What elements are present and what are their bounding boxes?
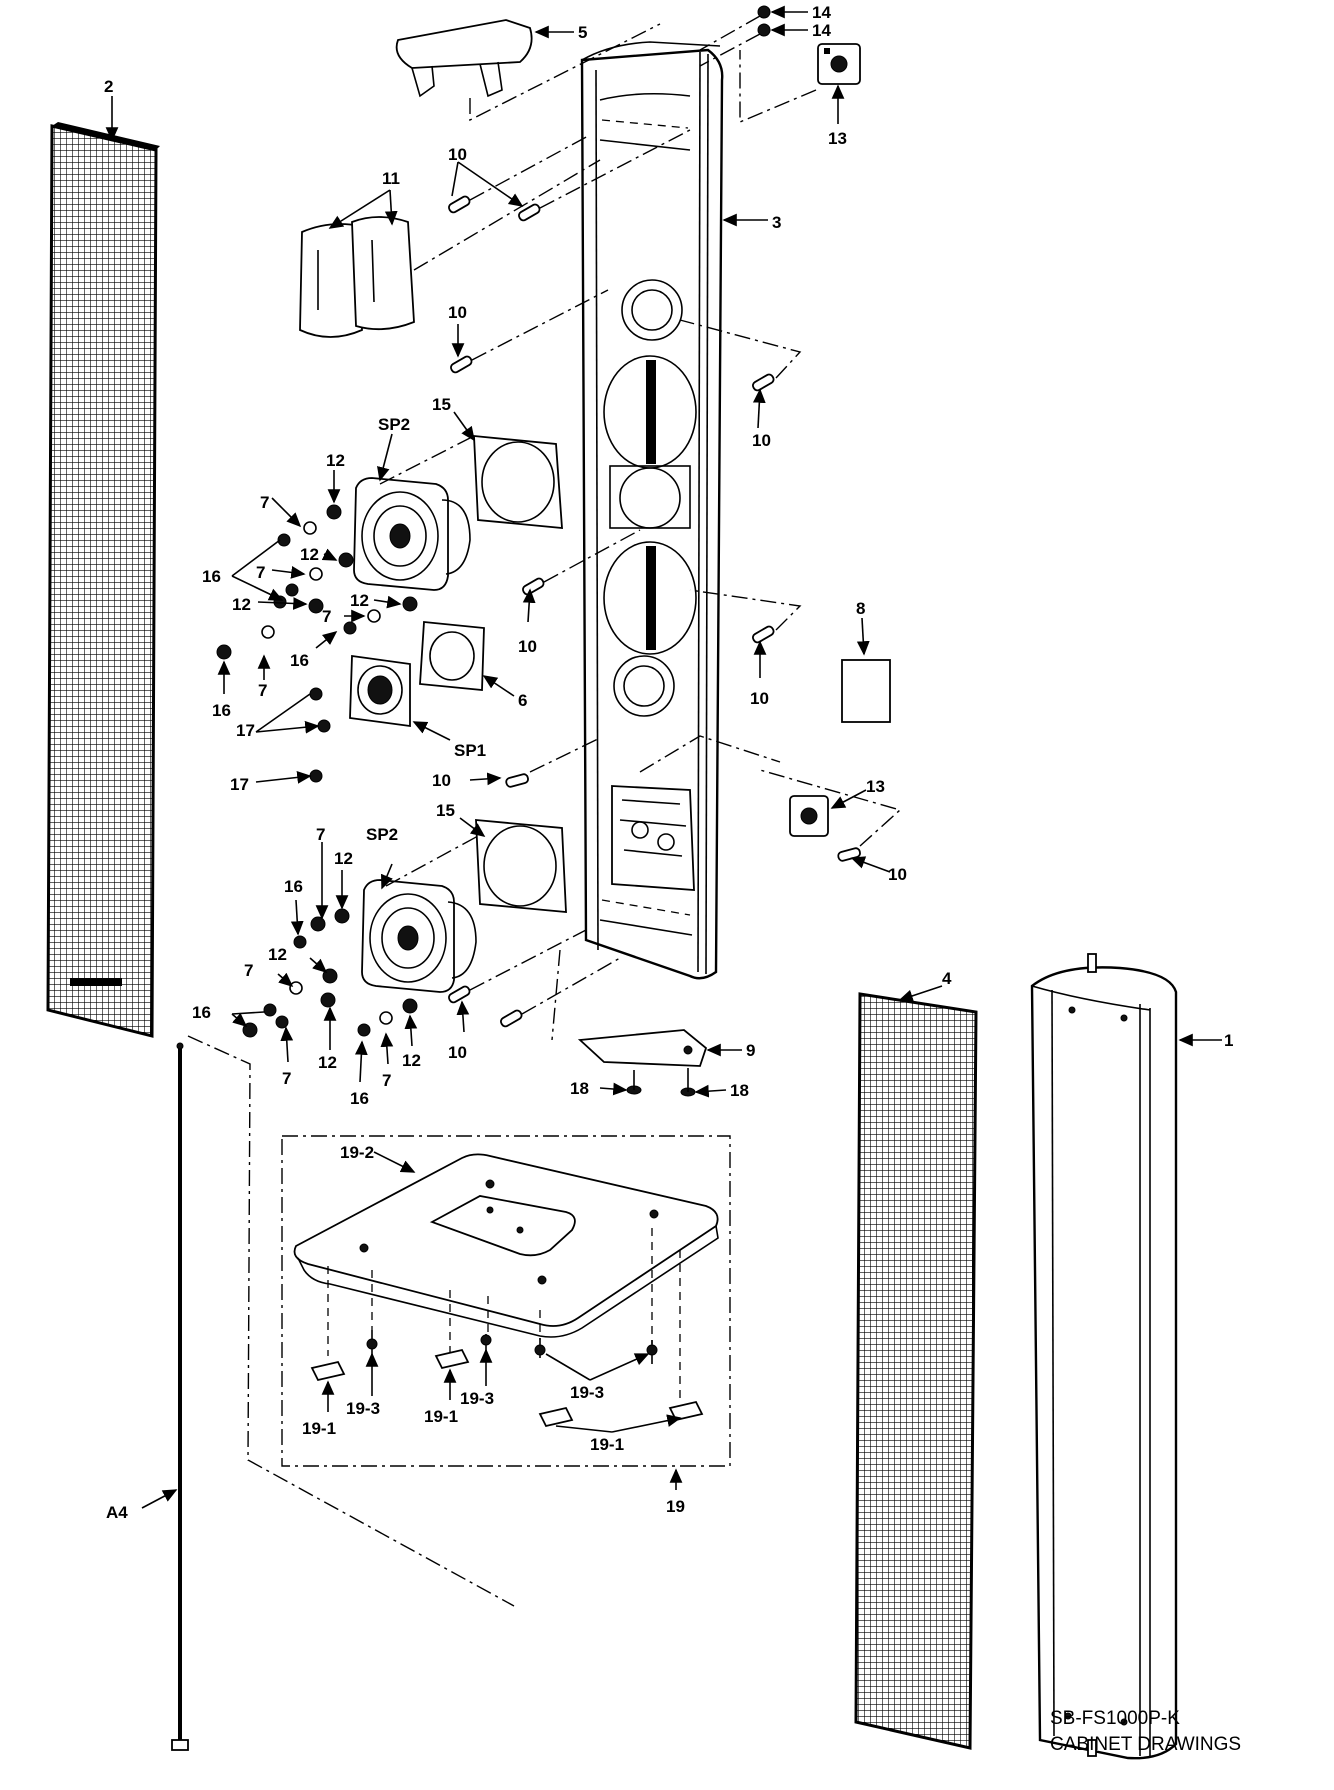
callout-19-3b: 19-3 <box>460 1389 494 1408</box>
callout-14b: 14 <box>812 21 831 40</box>
callout-18a: 18 <box>570 1079 589 1098</box>
main-cabinet <box>580 41 724 980</box>
callout-7a: 7 <box>260 493 269 512</box>
callout-a4: A4 <box>106 1503 128 1522</box>
callout-19-1a: 19-1 <box>302 1419 336 1438</box>
callout-16a: 16 <box>202 567 221 586</box>
callout-7b: 7 <box>256 563 265 582</box>
base-assembly <box>281 1135 731 1467</box>
callout-7g: 7 <box>282 1069 291 1088</box>
callout-10g: 10 <box>888 865 907 884</box>
callout-12f: 12 <box>268 945 287 964</box>
callout-16d: 16 <box>284 877 303 896</box>
callout-7f: 7 <box>244 961 253 980</box>
callout-14a: 14 <box>812 3 831 22</box>
callout-12b: 12 <box>300 545 319 564</box>
callout-10e: 10 <box>750 689 769 708</box>
acoustic-pads <box>299 159 601 338</box>
callout-4: 4 <box>942 969 952 988</box>
callout-7c: 7 <box>322 607 331 626</box>
callout-17b: 17 <box>230 775 249 794</box>
woofer-lower <box>361 819 567 993</box>
callout-13a: 13 <box>828 129 847 148</box>
callout-3: 3 <box>772 213 781 232</box>
front-grille-right <box>854 992 978 1750</box>
leader-arrows <box>105 5 1222 1509</box>
callout-9: 9 <box>746 1041 755 1060</box>
callout-sp2b: SP2 <box>366 825 398 844</box>
callout-16e: 16 <box>192 1003 211 1022</box>
woofer-upper <box>353 435 563 591</box>
top-cap <box>395 19 661 122</box>
callout-7e: 7 <box>316 825 325 844</box>
drawing-caption: CABINET DRAWINGS <box>1050 1734 1241 1755</box>
callout-19: 19 <box>666 1497 685 1516</box>
callout-19-3a: 19-3 <box>346 1399 380 1418</box>
label-sticker <box>841 659 891 723</box>
callout-19-1b: 19-1 <box>424 1407 458 1426</box>
callout-7d: 7 <box>258 681 267 700</box>
callout-15b: 15 <box>436 801 455 820</box>
callout-12h: 12 <box>402 1051 421 1070</box>
callout-16c: 16 <box>212 701 231 720</box>
callout-15a: 15 <box>432 395 451 414</box>
callout-2: 2 <box>104 77 113 96</box>
callout-12c: 12 <box>232 595 251 614</box>
bracket <box>577 1029 708 1097</box>
tweeter <box>349 621 485 728</box>
callout-19-3c: 19-3 <box>570 1383 604 1402</box>
callout-12a: 12 <box>326 451 345 470</box>
callout-10b: 10 <box>448 303 467 322</box>
callout-10d: 10 <box>518 637 537 656</box>
guide-lines <box>187 949 561 1607</box>
callout-17a: 17 <box>236 721 255 740</box>
callout-19-2: 19-2 <box>340 1143 374 1162</box>
callout-8: 8 <box>856 599 865 618</box>
terminal-lower <box>789 795 829 837</box>
screws-14 <box>699 5 771 67</box>
callout-1: 1 <box>1224 1031 1233 1050</box>
callout-10h: 10 <box>448 1043 467 1062</box>
outer-sleeve <box>1030 953 1178 1760</box>
terminal-top <box>739 43 861 124</box>
callout-16f: 16 <box>350 1089 369 1108</box>
support-pole <box>171 1042 189 1751</box>
drawing-title: SB-FS1000P-K CABINET DRAWINGS <box>1050 1708 1241 1755</box>
front-grille-left <box>46 122 160 1038</box>
callout-12d: 12 <box>350 591 369 610</box>
callout-10c: 10 <box>752 431 771 450</box>
callout-12g: 12 <box>318 1053 337 1072</box>
callout-labels: 14 14 5 2 13 10 11 3 10 10 15 SP2 12 7 1… <box>104 3 1233 1522</box>
model-number: SB-FS1000P-K <box>1050 1708 1180 1729</box>
callout-12e: 12 <box>334 849 353 868</box>
callout-19-1c: 19-1 <box>590 1435 624 1454</box>
callout-13b: 13 <box>866 777 885 796</box>
callout-6: 6 <box>518 691 527 710</box>
callout-7h: 7 <box>382 1071 391 1090</box>
callout-10a: 10 <box>448 145 467 164</box>
callout-sp1: SP1 <box>454 741 486 760</box>
callout-5: 5 <box>578 23 587 42</box>
callout-16b: 16 <box>290 651 309 670</box>
callout-11: 11 <box>382 169 400 188</box>
callout-sp2a: SP2 <box>378 415 410 434</box>
callout-10f: 10 <box>432 771 451 790</box>
callout-18b: 18 <box>730 1081 749 1100</box>
